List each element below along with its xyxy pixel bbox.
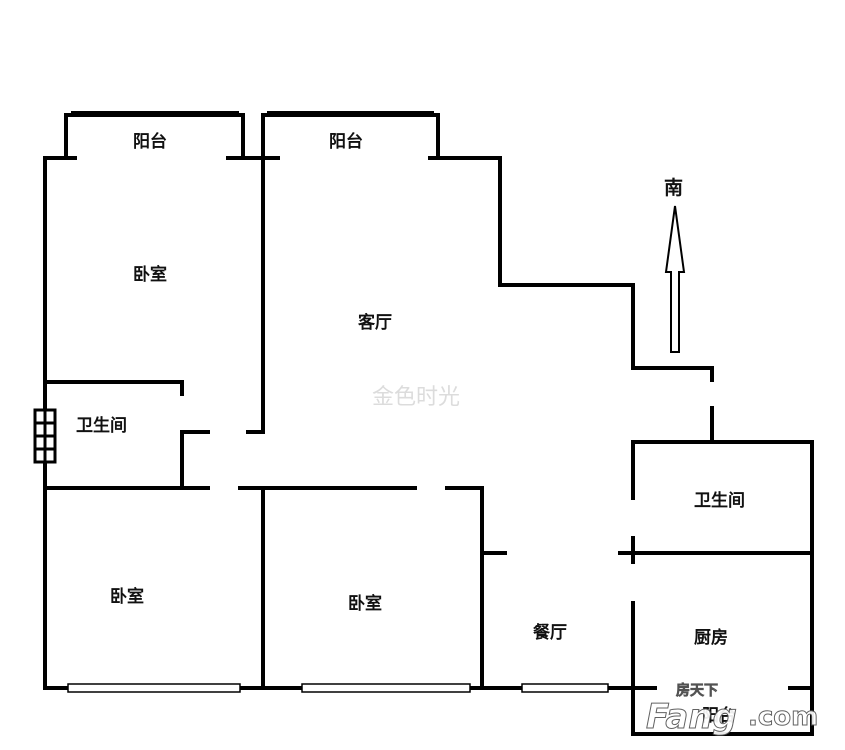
logo-brand: Fang bbox=[646, 697, 737, 737]
bottom-windows bbox=[67, 683, 609, 693]
label-bedroom-bottom-left: 卧室 bbox=[110, 586, 144, 607]
watermark-text: 金色时光 bbox=[372, 385, 460, 410]
label-balcony-left: 阳台 bbox=[133, 131, 167, 152]
room-labels: 阳台 阳台 卧室 客厅 卫生间 卧室 卧室 餐厅 卫生间 厨房 阳台 bbox=[76, 131, 745, 726]
north-arrow-icon bbox=[664, 205, 686, 353]
label-bedroom-top: 卧室 bbox=[133, 264, 167, 285]
compass-label: 南 bbox=[664, 177, 683, 199]
fang-logo: 房天下 Fang .com bbox=[646, 682, 819, 738]
label-balcony-bottom: 阳台 bbox=[702, 705, 736, 726]
logo-suffix: .com bbox=[748, 702, 818, 732]
label-bathroom-left: 卫生间 bbox=[76, 415, 127, 436]
label-bathroom-right: 卫生间 bbox=[694, 490, 745, 511]
label-kitchen: 厨房 bbox=[694, 627, 728, 648]
side-window-grid bbox=[33, 408, 57, 464]
logo-chinese: 房天下 bbox=[676, 682, 718, 699]
label-balcony-mid: 阳台 bbox=[329, 131, 363, 152]
compass: 南 bbox=[664, 177, 686, 353]
label-living-room: 客厅 bbox=[357, 312, 392, 333]
label-dining-room: 餐厅 bbox=[533, 622, 567, 643]
label-bedroom-bottom-mid: 卧室 bbox=[348, 593, 382, 614]
